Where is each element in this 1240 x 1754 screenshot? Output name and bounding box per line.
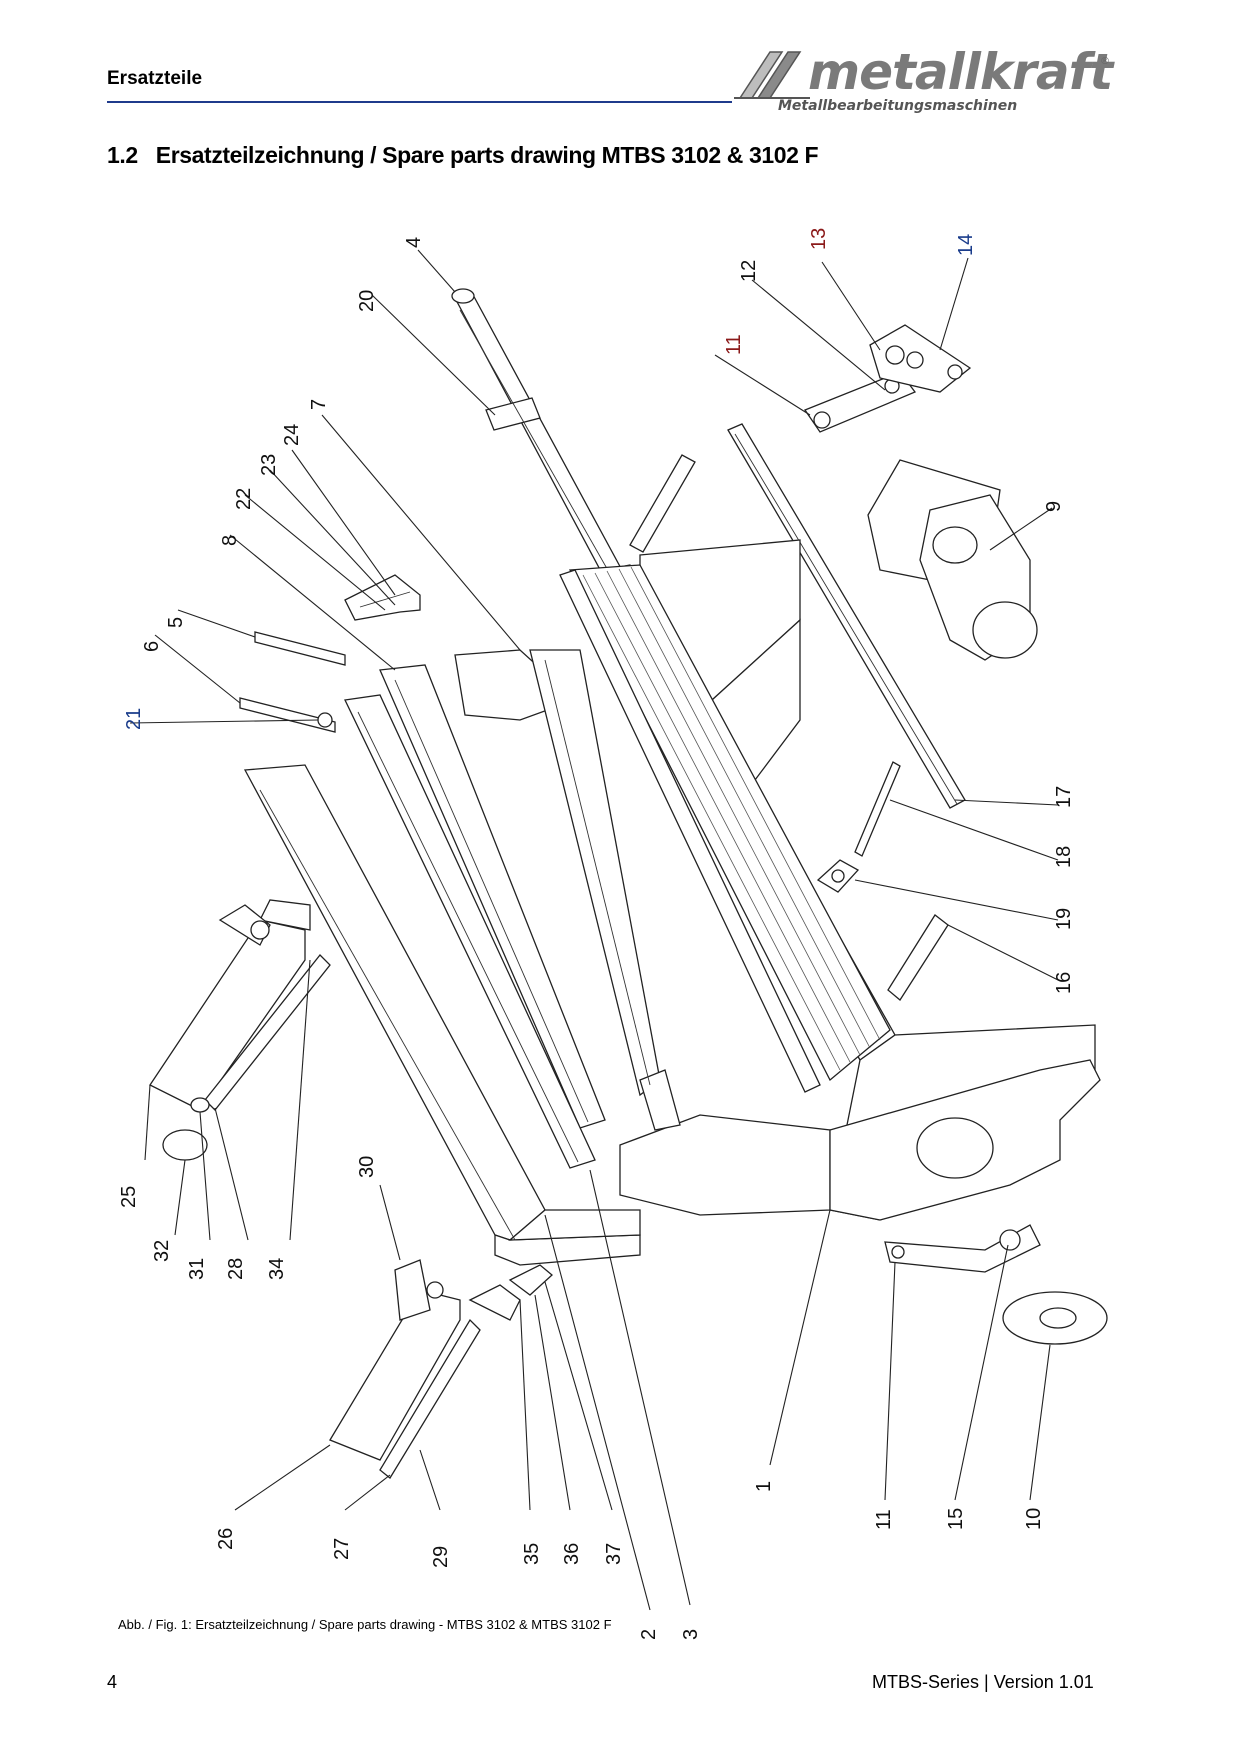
part-label-4: 4 xyxy=(403,237,425,248)
logo-registered-mark: ® xyxy=(1100,56,1110,67)
part-label-16: 16 xyxy=(1053,972,1075,994)
part-small-strips xyxy=(239,631,346,733)
header-title: Ersatzteile xyxy=(107,68,203,89)
part-bending-beam xyxy=(243,764,641,1266)
part-rod xyxy=(854,761,901,857)
part-label-7: 7 xyxy=(308,399,330,410)
part-clamping-beam xyxy=(454,649,681,1131)
part-label-36: 36 xyxy=(561,1543,583,1565)
header-rule xyxy=(107,101,732,103)
part-label-21: 21 xyxy=(123,708,145,730)
part-label-34: 34 xyxy=(266,1258,288,1280)
part-label-6: 6 xyxy=(141,641,163,652)
logo-mark-icon xyxy=(734,51,810,99)
part-label-11-top: 11 xyxy=(723,334,745,355)
part-side-frame-left xyxy=(149,899,331,1161)
part-brackets-right xyxy=(629,454,949,1001)
part-label-26: 26 xyxy=(215,1528,237,1550)
part-long-bar xyxy=(344,694,596,1169)
part-label-10: 10 xyxy=(1023,1508,1045,1530)
part-label-22: 22 xyxy=(233,488,255,510)
part-label-18: 18 xyxy=(1053,846,1075,868)
section-number: 1.2 xyxy=(107,142,138,168)
part-motor xyxy=(867,459,1038,661)
part-label-15: 15 xyxy=(945,1508,967,1530)
part-label-1: 1 xyxy=(753,1481,775,1492)
part-label-5: 5 xyxy=(165,617,187,628)
part-side-frame-lower xyxy=(329,1259,553,1479)
part-label-35: 35 xyxy=(521,1543,543,1565)
part-arm-assembly-bottom xyxy=(884,1224,1108,1345)
part-label-8: 8 xyxy=(219,535,241,546)
part-knife-blade xyxy=(379,664,606,1129)
part-spring-screw xyxy=(344,574,421,621)
part-label-3: 3 xyxy=(680,1629,702,1640)
part-grooved-beam xyxy=(559,564,891,1093)
part-label-27: 27 xyxy=(331,1538,353,1560)
part-label-19: 19 xyxy=(1053,908,1075,930)
leader-lines xyxy=(129,249,1059,1611)
part-labels: 4 20 13 12 14 11 9 7 24 23 22 8 5 6 21 1… xyxy=(118,228,1075,1640)
page-number: 4 xyxy=(107,1672,118,1692)
part-label-11-bottom: 11 xyxy=(873,1509,895,1530)
part-label-30: 30 xyxy=(356,1156,378,1178)
section-title: Ersatzteilzeichnung / Spare parts drawin… xyxy=(155,142,819,168)
logo-wordmark: metallkraft xyxy=(808,43,1113,101)
brand-logo: metallkraft ® Metallbearbeitungsmaschine… xyxy=(730,44,1115,116)
logo-subtitle: Metallbearbeitungsmaschinen xyxy=(778,98,1018,114)
part-label-29: 29 xyxy=(430,1546,452,1568)
figure-caption: Abb. / Fig. 1: Ersatzteilzeichnung / Spa… xyxy=(118,1617,612,1632)
footer-version: MTBS-Series | Version 1.01 xyxy=(872,1672,1094,1692)
part-label-31: 31 xyxy=(186,1258,208,1280)
part-label-28: 28 xyxy=(225,1258,247,1280)
part-label-9: 9 xyxy=(1043,501,1065,512)
part-arm-assembly-top xyxy=(804,324,972,433)
part-label-25: 25 xyxy=(118,1186,140,1208)
part-label-32: 32 xyxy=(151,1240,173,1262)
part-label-2: 2 xyxy=(638,1629,660,1640)
part-label-13: 13 xyxy=(808,228,830,250)
part-label-23: 23 xyxy=(258,454,280,476)
part-label-20: 20 xyxy=(356,290,378,312)
part-label-24: 24 xyxy=(281,424,303,446)
part-label-17: 17 xyxy=(1053,786,1075,808)
part-label-37: 37 xyxy=(603,1543,625,1565)
part-label-12: 12 xyxy=(738,260,760,282)
section-heading: 1.2 Ersatzteilzeichnung / Spare parts dra… xyxy=(107,142,819,169)
part-label-14: 14 xyxy=(955,234,977,256)
part-shaft xyxy=(451,288,631,593)
